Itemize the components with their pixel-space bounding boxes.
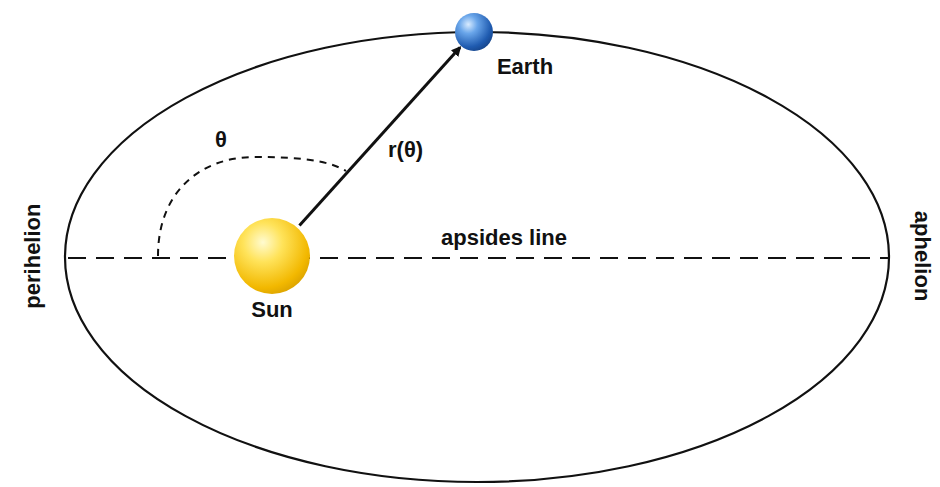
radius-arrow: [299, 48, 459, 226]
sun-symbol: [234, 218, 310, 294]
aphelion-label: aphelion: [910, 211, 934, 301]
node-label: Earth: [497, 55, 553, 79]
radius-label: r(θ): [388, 138, 423, 162]
perihelion-label: perihelion: [22, 203, 46, 308]
earth-node: Earth: [452, 10, 562, 86]
node-label: Sun: [251, 298, 293, 322]
apsides-line: [68, 257, 890, 259]
angle-label: θ: [215, 128, 227, 152]
axis-label: apsides line: [441, 226, 567, 250]
orbit-ellipse: [65, 32, 889, 482]
earth-symbol: [455, 13, 493, 51]
sun-node: Sun: [226, 210, 318, 326]
